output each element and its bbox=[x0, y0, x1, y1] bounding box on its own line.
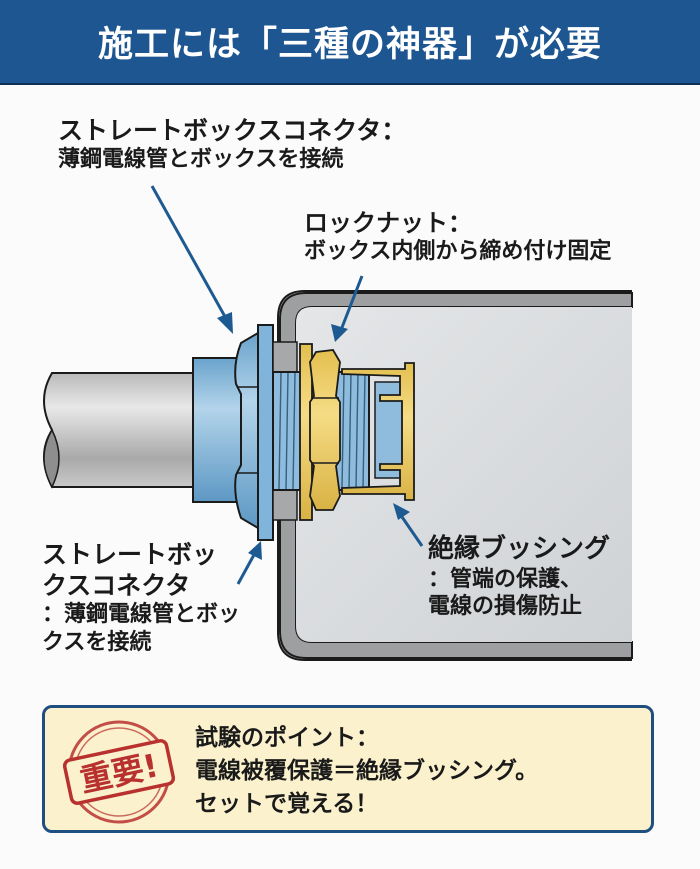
note-line-3: セットで覚える！ bbox=[195, 790, 379, 817]
steel-conduit-pipe bbox=[43, 372, 197, 489]
connector-left-desc: ：薄鋼電線管とボックスを接続 bbox=[42, 602, 241, 655]
bushing-title: 絶縁ブッシング bbox=[428, 534, 611, 564]
connector-left-title: ストレートボックスコネクタ bbox=[42, 540, 218, 600]
note-line-2: 電線被覆保護＝絶縁ブッシング。 bbox=[195, 757, 539, 784]
note-line-1: 試験のポイント： bbox=[195, 725, 379, 751]
note-text: 試験のポイント： 電線被覆保護＝絶縁ブッシング。 セットで覚える！ bbox=[195, 722, 538, 821]
locknut-desc: ボックス内側から締め付け固定 bbox=[304, 239, 612, 264]
connector-label-left: ストレートボックスコネクタ ：薄鋼電線管とボックスを接続 bbox=[42, 540, 242, 656]
locknut-title: ロックナット： bbox=[304, 209, 472, 237]
connector-label-top: ストレートボックスコネクタ： 薄鋼電線管とボックスを接続 bbox=[58, 115, 406, 174]
callout-arrows bbox=[150, 185, 424, 585]
connector-desc: 薄鋼電線管とボックスを接続 bbox=[58, 147, 344, 173]
bushing-label: 絶縁ブッシング ：管端の保護、 電線の損傷防止 bbox=[428, 533, 610, 621]
insulating-bushing bbox=[341, 362, 415, 501]
header-banner: 施工には「三種の神器」が必要 bbox=[0, 0, 700, 85]
important-stamp-icon: 重要! bbox=[63, 720, 175, 824]
exam-point-note: 重要! 試験のポイント： 電線被覆保護＝絶縁ブッシング。 セットで覚える！ bbox=[42, 705, 654, 833]
page-title: 施工には「三種の神器」が必要 bbox=[97, 25, 602, 65]
bushing-desc-line1: ：管端の保護、 bbox=[428, 566, 583, 592]
bushing-desc-line2: 電線の損傷防止 bbox=[428, 594, 583, 619]
locknut-label: ロックナット： ボックス内側から締め付け固定 bbox=[304, 208, 611, 266]
locknut bbox=[299, 343, 341, 521]
connector-title: ストレートボックスコネクタ： bbox=[58, 116, 407, 145]
